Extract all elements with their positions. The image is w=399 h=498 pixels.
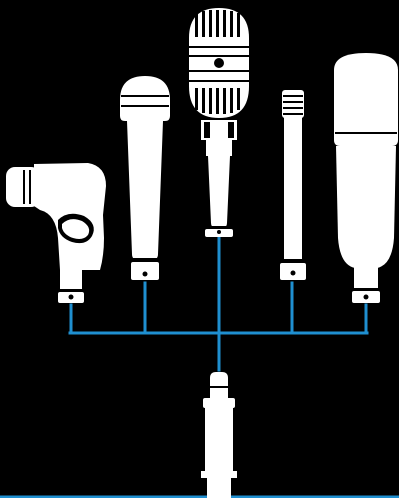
pencil-condenser-microphone-icon (280, 90, 306, 280)
vintage-ribbon-microphone-icon (189, 8, 249, 237)
drum-microphone-icon (6, 163, 106, 303)
xlr-connector-icon (201, 372, 237, 498)
cable-network (0, 236, 399, 498)
large-diaphragm-condenser-microphone-icon (334, 53, 398, 303)
handheld-dynamic-microphone-icon (120, 76, 170, 280)
